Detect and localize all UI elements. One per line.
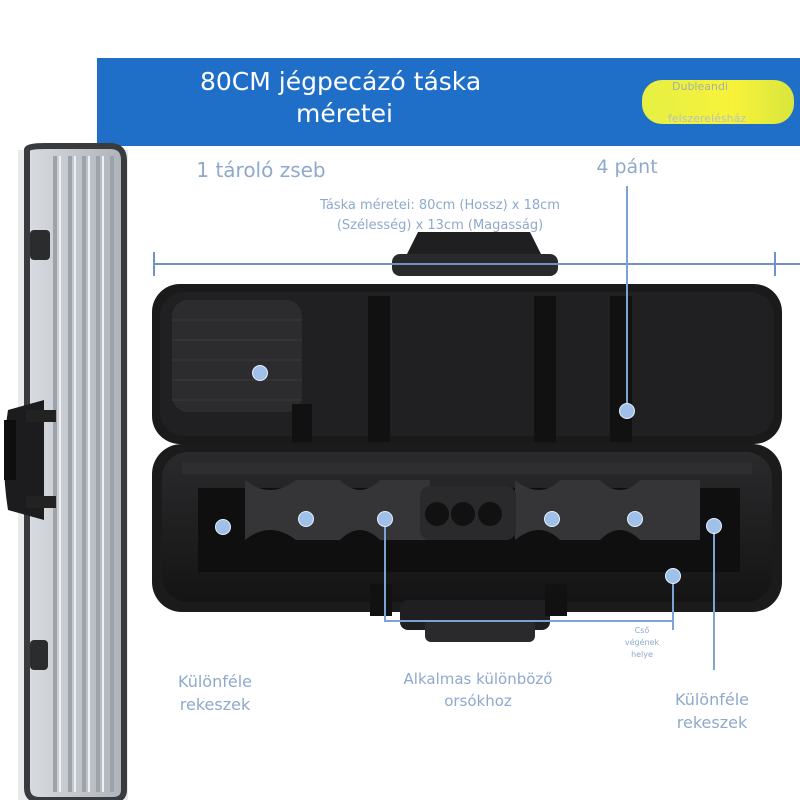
marker-dot-2 bbox=[298, 511, 314, 527]
label-tube-end-1: Cső bbox=[634, 626, 650, 635]
marker-dot-tube bbox=[665, 568, 681, 584]
marker-dot-3 bbox=[377, 511, 393, 527]
callout-line-reels-v1 bbox=[384, 520, 386, 620]
title-line-1: 80CM jégpecázó táska bbox=[200, 67, 482, 96]
marker-dot-strap bbox=[619, 403, 635, 419]
marker-dot-5 bbox=[627, 511, 643, 527]
marker-dot-4 bbox=[544, 511, 560, 527]
label-storage-pocket: 1 tároló zseb bbox=[196, 158, 326, 182]
label-compartments-right-2: rekeszek bbox=[676, 713, 748, 732]
label-compartments-right-1: Különféle bbox=[675, 690, 749, 709]
badge-line-2: felszerelésház bbox=[668, 112, 747, 125]
callout-line-tube bbox=[672, 576, 674, 630]
marker-dot-pocket bbox=[252, 365, 268, 381]
brand-badge bbox=[642, 80, 794, 124]
label-compartments-left-2: rekeszek bbox=[179, 695, 251, 714]
label-reels-2: orsókhoz bbox=[444, 692, 512, 710]
badge-line-1: Dubleandi bbox=[672, 80, 728, 93]
label-tube-end-2: végének bbox=[624, 638, 660, 647]
title-line-2: méretei bbox=[296, 99, 393, 128]
marker-dot-6 bbox=[706, 518, 722, 534]
label-compartments-left-1: Különféle bbox=[178, 672, 252, 691]
label-dimensions-1: Táska méretei: 80cm (Hossz) x 18cm bbox=[320, 198, 560, 213]
case-lid bbox=[152, 232, 782, 444]
label-straps: 4 pánt bbox=[596, 156, 658, 178]
case-base bbox=[152, 444, 782, 642]
page-title: 80CM jégpecázó táska méretei bbox=[200, 66, 520, 130]
label-tube-end-3: helye bbox=[631, 650, 653, 659]
marker-dot-1 bbox=[215, 519, 231, 535]
label-dimensions-2: (Szélesség) x 13cm (Magasság) bbox=[336, 218, 544, 233]
callout-line-right bbox=[713, 526, 715, 670]
callout-line-straps bbox=[626, 186, 628, 412]
callout-line-reels-h bbox=[384, 620, 674, 622]
case-side-view bbox=[4, 143, 128, 800]
label-reels-1: Alkalmas különböző bbox=[403, 670, 553, 688]
